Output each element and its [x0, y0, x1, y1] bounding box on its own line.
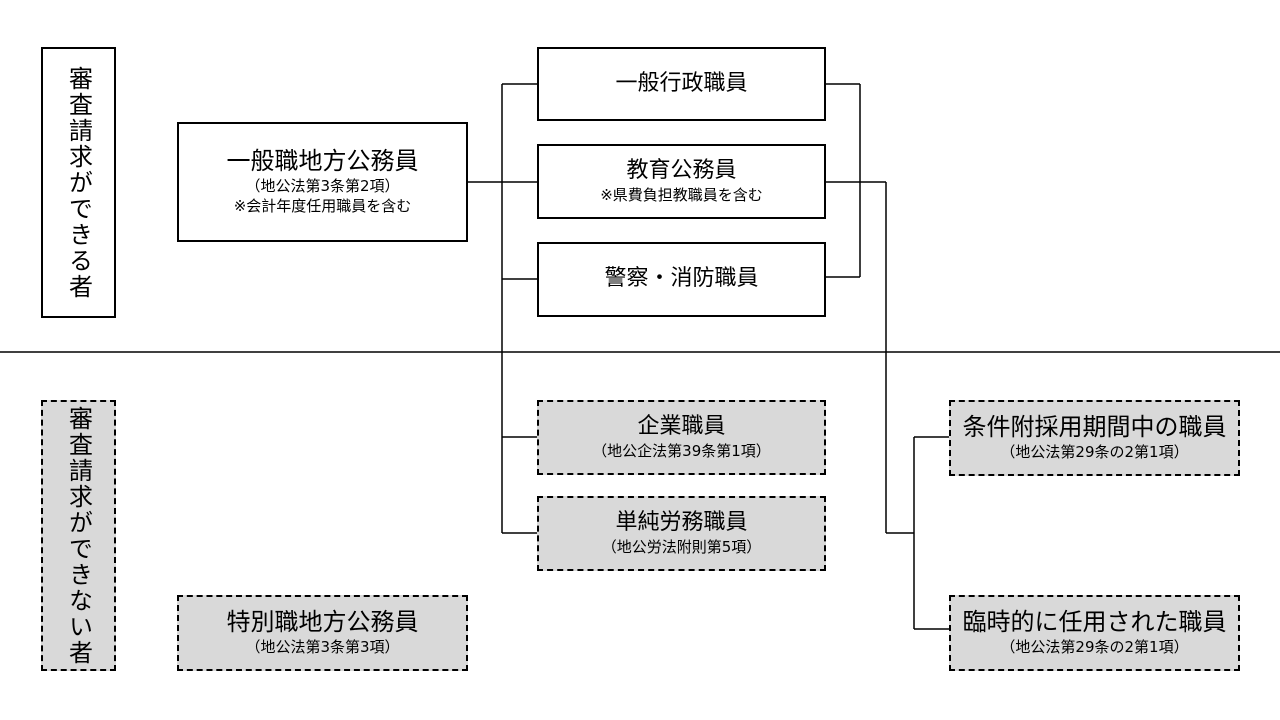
- node-special-title: 特別職地方公務員: [226, 608, 419, 637]
- label-can-request-text: 審査請求ができる者: [64, 65, 93, 300]
- label-can-request: 審査請求ができる者: [41, 47, 116, 318]
- label-cannot-request: 審査請求ができない者: [41, 400, 116, 671]
- node-probation-title: 条件附採用期間中の職員: [962, 413, 1227, 442]
- node-special-sub1: （地公法第3条第3項）: [245, 638, 400, 657]
- node-general-title: 一般職地方公務員: [226, 147, 419, 176]
- node-labor-sub1: （地公労法附則第5項）: [601, 537, 762, 556]
- node-police-title: 警察・消防職員: [604, 266, 759, 292]
- node-admin-staff: 一般行政職員: [537, 47, 826, 121]
- node-education-staff: 教育公務員 ※県費負担教職員を含む: [537, 144, 826, 219]
- node-temporary-sub1: （地公法第29条の2第1項）: [1000, 638, 1189, 657]
- node-education-sub1: ※県費負担教職員を含む: [600, 185, 763, 204]
- label-cannot-request-text: 審査請求ができない者: [64, 405, 93, 666]
- node-education-title: 教育公務員: [626, 158, 737, 184]
- node-enterprise-staff: 企業職員 （地公企法第39条第1項）: [537, 400, 826, 475]
- node-general-sub1: （地公法第3条第2項）: [245, 177, 400, 196]
- node-labor-title: 単純労務職員: [615, 510, 748, 536]
- node-admin-title: 一般行政職員: [615, 70, 748, 96]
- node-probation-staff: 条件附採用期間中の職員 （地公法第29条の2第1項）: [949, 400, 1240, 476]
- node-enterprise-sub1: （地公企法第39条第1項）: [592, 441, 771, 460]
- node-probation-sub1: （地公法第29条の2第1項）: [1000, 443, 1189, 462]
- node-enterprise-title: 企業職員: [637, 414, 726, 440]
- node-temporary-staff: 臨時的に任用された職員 （地公法第29条の2第1項）: [949, 595, 1240, 671]
- node-general-sub2: ※会計年度任用職員を含む: [233, 197, 412, 216]
- node-labor-staff: 単純労務職員 （地公労法附則第5項）: [537, 496, 826, 571]
- node-special-public-servant: 特別職地方公務員 （地公法第3条第3項）: [177, 595, 468, 671]
- node-general-public-servant: 一般職地方公務員 （地公法第3条第2項） ※会計年度任用職員を含む: [177, 122, 468, 242]
- node-temporary-title: 臨時的に任用された職員: [962, 608, 1227, 637]
- node-police-fire-staff: 警察・消防職員: [537, 242, 826, 317]
